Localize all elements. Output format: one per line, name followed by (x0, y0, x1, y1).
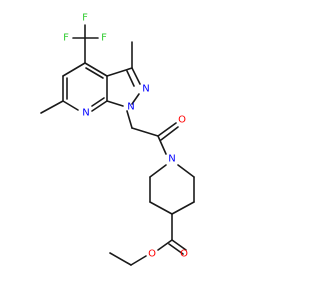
bond-npip-c2 (149, 164, 167, 178)
bond-cester-o-double-2 (168, 243, 184, 255)
bond-c3a-c4 (84, 62, 108, 77)
atom-n-pyrazole-2: N (142, 84, 149, 95)
atom-o-amide: O (178, 115, 186, 126)
bond-n2-n1 (131, 93, 140, 105)
bond-cco-o-double (160, 126, 179, 141)
atom-n-pyridine: N (82, 108, 89, 119)
bond-n1-ch2 (126, 110, 133, 129)
bond-o-ch2 (130, 255, 147, 266)
bond-c3a-c3 (106, 67, 133, 77)
bond-n7-c7a-double (91, 97, 105, 107)
atom-f2: F (82, 13, 88, 24)
bond-c3pip-c4pip (149, 201, 173, 215)
bond-cester-o-double (171, 239, 187, 251)
bond-cester-o (157, 239, 173, 251)
bond-ch2-ch3 (109, 252, 132, 266)
molecule-canvas: F F F N N N O N O O (40, 12, 195, 266)
bond-c6-methyl (40, 100, 64, 114)
bonds (40, 24, 195, 266)
atom-o-ester: O (148, 249, 156, 260)
atom-n-piperidine: N (168, 154, 175, 165)
atom-n-pyrazole-1: N (127, 102, 134, 113)
bond-c3-n2 (131, 67, 141, 85)
bond-c4pip-c5pip (171, 201, 195, 215)
bond-c4-c5 (62, 62, 86, 77)
molecule-structure: F F F N N N O N O O (40, 13, 195, 266)
bond-ch2-cco (131, 127, 159, 137)
bond-c3a-c4-double (85, 67, 104, 79)
atom-f1: F (63, 33, 69, 44)
atom-f3: F (101, 33, 107, 44)
bond-cco-o (157, 122, 177, 137)
bond-c6-n7 (62, 100, 79, 111)
bond-c6pip-npip (177, 164, 195, 178)
bond-n7-c7a (91, 100, 108, 112)
bond-n1-c7a (106, 100, 124, 107)
bond-c3-n2-double (126, 70, 135, 87)
atom-labels: F F F N N N O N O O (63, 13, 188, 260)
atom-o-ester-carbonyl: O (180, 249, 188, 260)
bond-cco-npip (157, 135, 167, 155)
